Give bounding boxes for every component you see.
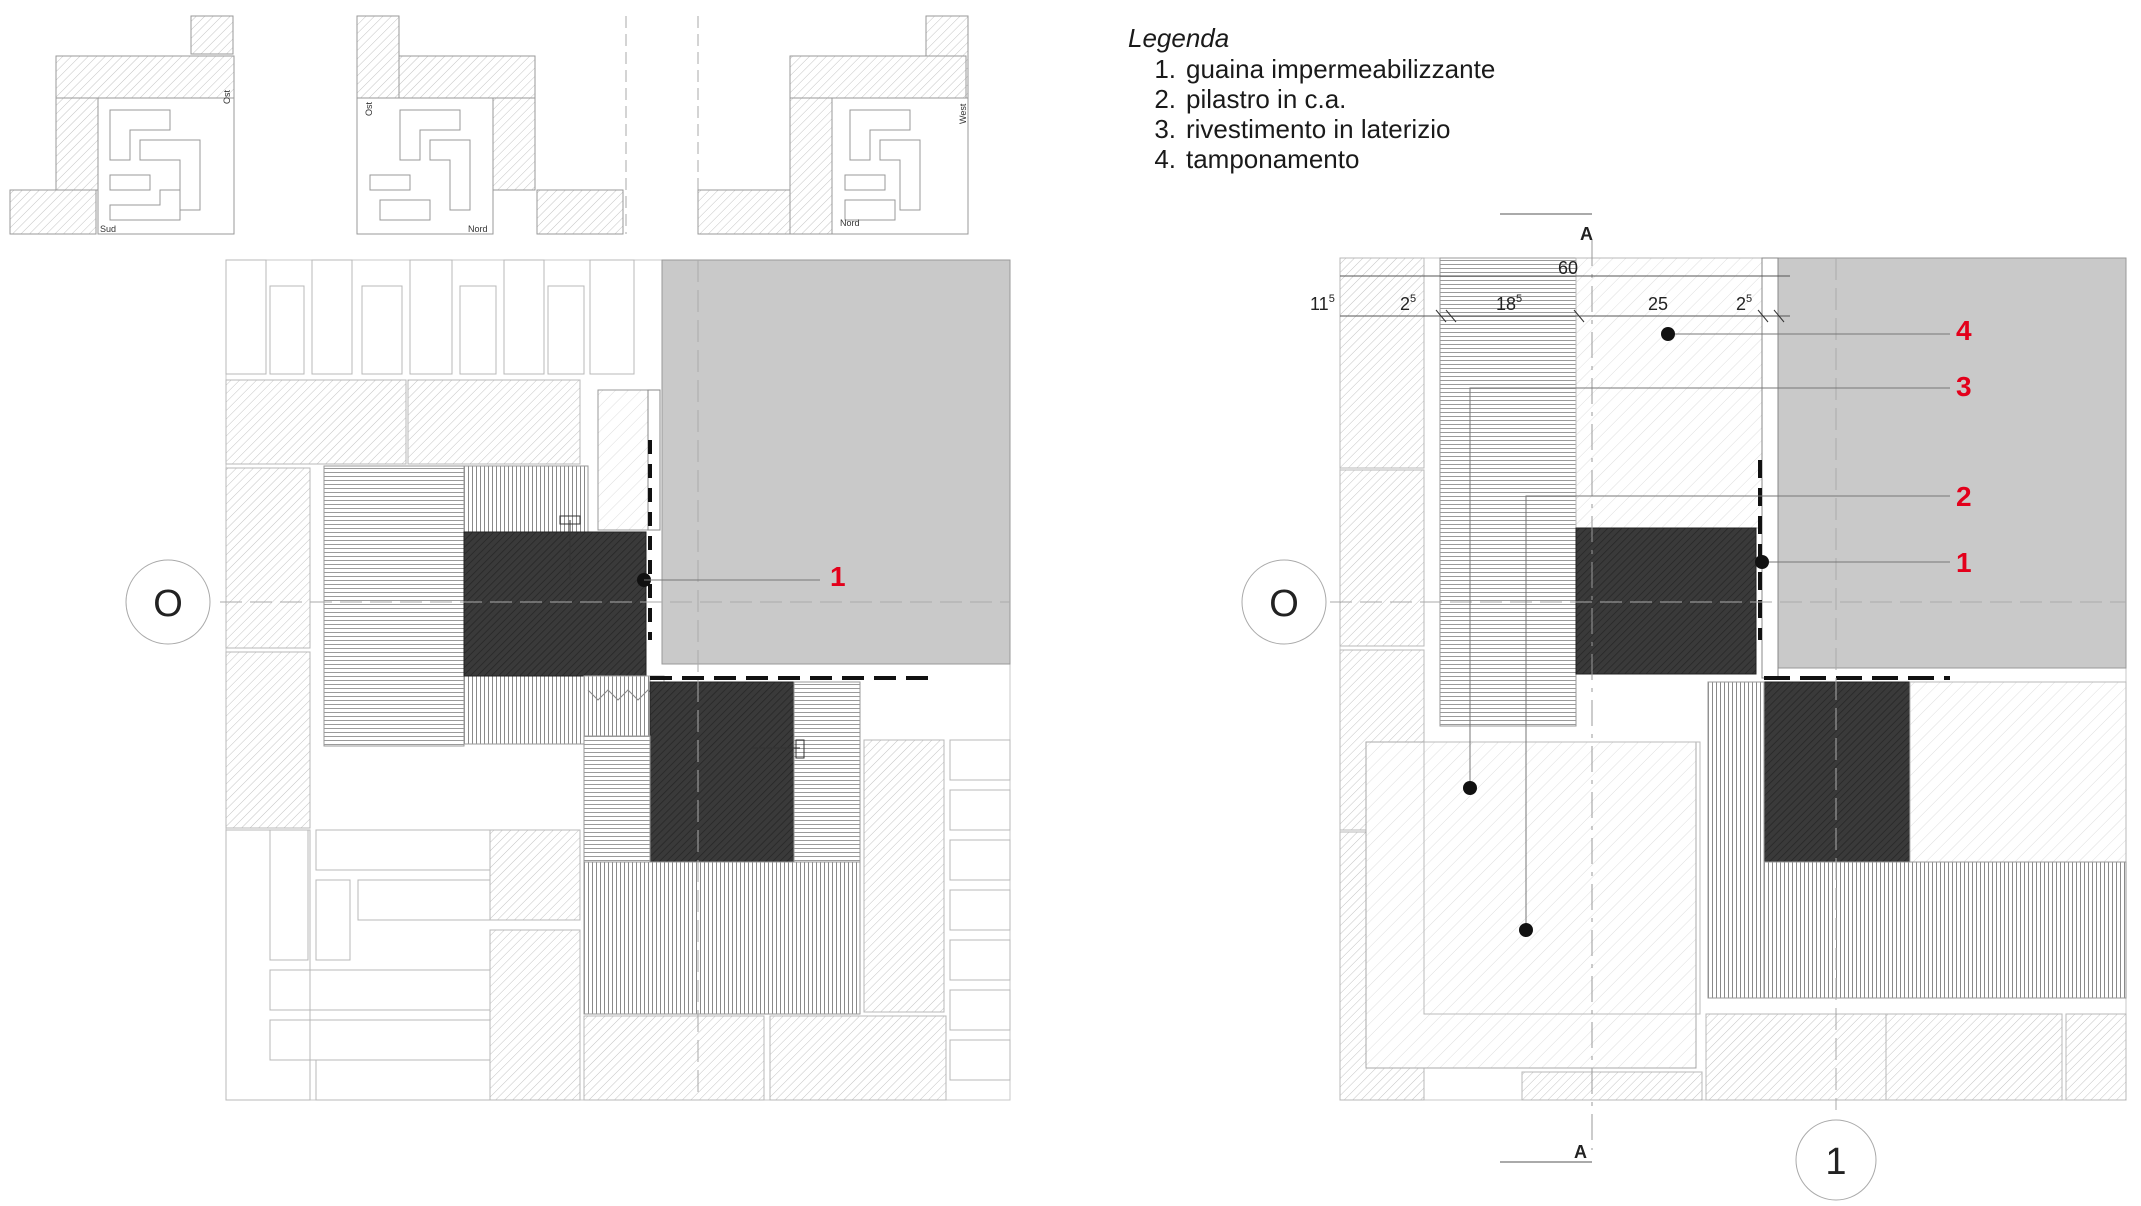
right-callout-2: 2 bbox=[1956, 481, 1972, 512]
thumbnail-bottom-label: Sud bbox=[100, 224, 116, 234]
dim-5-sup: 5 bbox=[1746, 293, 1752, 305]
right-callout-4: 4 bbox=[1956, 315, 1972, 346]
thumbnail-orientation-label: Ost bbox=[364, 101, 374, 116]
svg-text:25: 25 bbox=[1736, 293, 1752, 314]
thumbnail-3: West Nord bbox=[697, 15, 969, 235]
thumbnail-2: Ost Nord bbox=[356, 15, 627, 235]
thumbnail-orientation-label: Ost bbox=[222, 89, 232, 104]
svg-text:115: 115 bbox=[1310, 293, 1335, 314]
callout-dot-2 bbox=[1519, 923, 1533, 937]
legend: Legenda 1. guaina impermeabilizzante 2. pi… bbox=[1128, 22, 1495, 174]
dim-4: 25 bbox=[1648, 294, 1668, 314]
callout-dot-1 bbox=[1755, 555, 1769, 569]
legend-item-number: 4. bbox=[1154, 144, 1176, 174]
dim-2: 2 bbox=[1400, 294, 1410, 314]
dim-5: 2 bbox=[1736, 294, 1746, 314]
callout-dot-3 bbox=[1463, 781, 1477, 795]
left-callout-1: 1 bbox=[830, 561, 846, 592]
thumbnail-1: Ost Sud bbox=[9, 15, 235, 235]
legend-item-number: 3. bbox=[1154, 114, 1176, 144]
legend-item: 4. tamponamento bbox=[1142, 144, 1495, 174]
left-axis-label: O bbox=[153, 583, 183, 625]
legend-item: 1. guaina impermeabilizzante bbox=[1142, 54, 1495, 84]
right-callout-3: 3 bbox=[1956, 371, 1972, 402]
legend-title: Legenda bbox=[1128, 23, 1230, 53]
grid-label-1: 1 bbox=[1825, 1141, 1846, 1183]
legend-item-number: 1. bbox=[1154, 54, 1176, 84]
thumbnail-bottom-label: Nord bbox=[840, 218, 860, 228]
right-plan-detail: O 1 A A 60 115 25 185 25 25 4 bbox=[1241, 213, 2127, 1201]
dim-2-sup: 5 bbox=[1410, 293, 1416, 305]
legend-item-text: guaina impermeabilizzante bbox=[1186, 54, 1496, 84]
legend-item-text: rivestimento in laterizio bbox=[1186, 114, 1451, 144]
dim-3-sup: 5 bbox=[1516, 293, 1522, 305]
legend-item: 3. rivestimento in laterizio bbox=[1142, 114, 1495, 144]
legend-list: 1. guaina impermeabilizzante 2. pilastro i… bbox=[1128, 54, 1495, 174]
right-callout-1: 1 bbox=[1956, 547, 1972, 578]
dim-3: 18 bbox=[1496, 294, 1516, 314]
svg-text:185: 185 bbox=[1496, 293, 1522, 314]
section-label-bottom: A bbox=[1574, 1142, 1587, 1162]
dim-1-sup: 5 bbox=[1329, 293, 1335, 305]
left-plan-detail: O 1 bbox=[125, 259, 1011, 1101]
svg-text:25: 25 bbox=[1400, 293, 1416, 314]
dim-total: 60 bbox=[1558, 258, 1578, 278]
thumbnail-orientation-label: West bbox=[958, 103, 968, 124]
callout-dot-4 bbox=[1661, 327, 1675, 341]
legend-item: 2. pilastro in c.a. bbox=[1142, 84, 1495, 114]
right-axis-label: O bbox=[1269, 583, 1299, 625]
legend-item-text: pilastro in c.a. bbox=[1186, 84, 1347, 114]
legend-item-text: tamponamento bbox=[1186, 144, 1360, 174]
legend-item-number: 2. bbox=[1154, 84, 1176, 114]
thumbnail-bottom-label: Nord bbox=[468, 224, 488, 234]
section-label-top: A bbox=[1580, 224, 1593, 244]
dim-1: 11 bbox=[1310, 294, 1329, 314]
